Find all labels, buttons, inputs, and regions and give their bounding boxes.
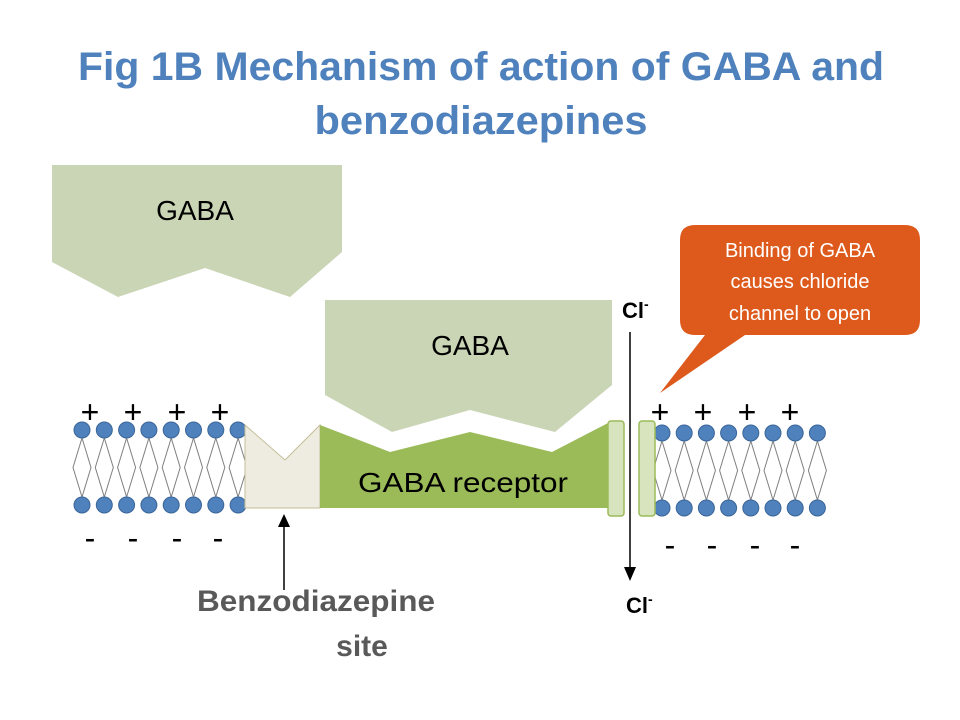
gaba-receptor-label: GABA receptor bbox=[358, 467, 568, 498]
charge-right-bottom-1: - bbox=[665, 527, 676, 563]
lipid-head-outer bbox=[162, 421, 180, 439]
gaba-molecule-bound bbox=[325, 300, 612, 432]
chloride-label-bottom: Cl- bbox=[626, 591, 653, 618]
charge-left-top-3: + bbox=[168, 394, 187, 430]
lipid-head-outer bbox=[95, 421, 113, 439]
gaba-label-free: GABA bbox=[156, 195, 234, 226]
lipid-head-inner bbox=[162, 496, 180, 514]
lipid-head-inner bbox=[653, 499, 671, 517]
lipid-head-outer bbox=[720, 424, 738, 442]
lipid-head-inner bbox=[764, 499, 782, 517]
lipid-tail bbox=[763, 439, 783, 502]
lipid-head-outer bbox=[808, 424, 826, 442]
lipid-tail bbox=[719, 439, 739, 502]
lipid-head-outer bbox=[185, 421, 202, 439]
charge-left-bottom-3: - bbox=[172, 520, 183, 556]
charge-left-bottom-1: - bbox=[85, 520, 96, 556]
lipid-tail bbox=[674, 439, 694, 502]
gaba-molecule-free bbox=[52, 165, 342, 297]
lipid-tail bbox=[183, 436, 204, 499]
lipid-head-inner bbox=[95, 496, 113, 514]
lipid-head-inner bbox=[118, 496, 136, 514]
benzodiazepine-site bbox=[244, 423, 321, 509]
lipid-head-outer bbox=[118, 421, 136, 439]
chloride-flow-arrowhead bbox=[624, 567, 636, 581]
lipid-tail bbox=[228, 436, 248, 499]
charge-left-top-1: + bbox=[81, 394, 100, 430]
lipid-head-outer bbox=[786, 424, 804, 442]
lipid-head-outer bbox=[675, 424, 693, 442]
lipid-tail bbox=[161, 436, 181, 499]
lipid-head-outer bbox=[229, 421, 247, 439]
benzodiazepine-pointer-arrowhead bbox=[278, 514, 290, 527]
lipid-head-inner bbox=[786, 499, 804, 517]
lipid-tail bbox=[72, 436, 92, 499]
callout-line-2: causes chloride bbox=[731, 271, 870, 293]
benzodiazepine-label-line-2: site bbox=[336, 630, 388, 663]
chloride-charge-bottom: - bbox=[648, 591, 653, 607]
chloride-symbol-top: Cl bbox=[622, 298, 644, 323]
lipid-head-inner bbox=[207, 496, 225, 514]
lipid-head-inner bbox=[675, 499, 693, 517]
charge-right-top-1: + bbox=[651, 394, 670, 430]
title-line-2: benzodiazepines bbox=[315, 99, 648, 143]
lipid-head-inner bbox=[73, 496, 91, 514]
membrane-right bbox=[652, 424, 827, 517]
lipid-head-outer bbox=[140, 421, 158, 439]
charge-right-top-3: + bbox=[738, 394, 757, 430]
lipid-tail bbox=[741, 439, 761, 502]
lipid-head-outer bbox=[697, 424, 715, 442]
lipid-head-outer bbox=[764, 424, 782, 442]
lipid-head-inner bbox=[185, 496, 202, 514]
charge-right-bottom-4: - bbox=[790, 527, 801, 563]
charge-right-bottom-3: - bbox=[750, 527, 761, 563]
lipid-tail bbox=[117, 436, 137, 499]
callout-line-3: channel to open bbox=[729, 303, 871, 325]
lipid-head-inner bbox=[742, 499, 760, 517]
callout-line-1: Binding of GABA bbox=[725, 240, 876, 262]
gaba-label-bound: GABA bbox=[431, 330, 509, 361]
lipid-head-inner bbox=[140, 496, 158, 514]
charge-left-top-2: + bbox=[124, 394, 143, 430]
charge-right-top-4: + bbox=[781, 394, 800, 430]
charge-left-bottom-2: - bbox=[128, 520, 139, 556]
charge-left-top-4: + bbox=[211, 394, 230, 430]
charge-right-top-2: + bbox=[694, 394, 713, 430]
chloride-channel-wall-right bbox=[638, 420, 656, 517]
gaba-receptor bbox=[320, 422, 610, 508]
charge-left-bottom-4: - bbox=[213, 520, 224, 556]
chloride-charge-top: - bbox=[644, 296, 649, 312]
chloride-channel-wall-left bbox=[607, 420, 625, 517]
lipid-tail bbox=[94, 436, 114, 499]
lipid-head-outer bbox=[207, 421, 225, 439]
callout-bubble bbox=[660, 225, 920, 393]
chloride-label-top: Cl- bbox=[622, 296, 649, 323]
benzodiazepine-label-line-1: Benzodiazepine bbox=[197, 585, 435, 618]
lipid-tail bbox=[696, 439, 716, 502]
lipid-head-inner bbox=[229, 496, 247, 514]
lipid-tail bbox=[139, 436, 159, 499]
charge-right-bottom-2: - bbox=[707, 527, 718, 563]
chloride-symbol-bottom: Cl bbox=[626, 593, 648, 618]
lipid-head-inner bbox=[697, 499, 715, 517]
lipid-tail bbox=[206, 436, 226, 499]
lipid-tail bbox=[807, 439, 827, 502]
lipid-head-outer bbox=[73, 421, 91, 439]
lipid-head-inner bbox=[720, 499, 738, 517]
lipid-tail bbox=[785, 439, 805, 502]
title-line-1: Fig 1B Mechanism of action of GABA and bbox=[78, 45, 884, 89]
membrane-left bbox=[72, 421, 248, 514]
lipid-head-outer bbox=[742, 424, 760, 442]
lipid-head-inner bbox=[808, 499, 826, 517]
